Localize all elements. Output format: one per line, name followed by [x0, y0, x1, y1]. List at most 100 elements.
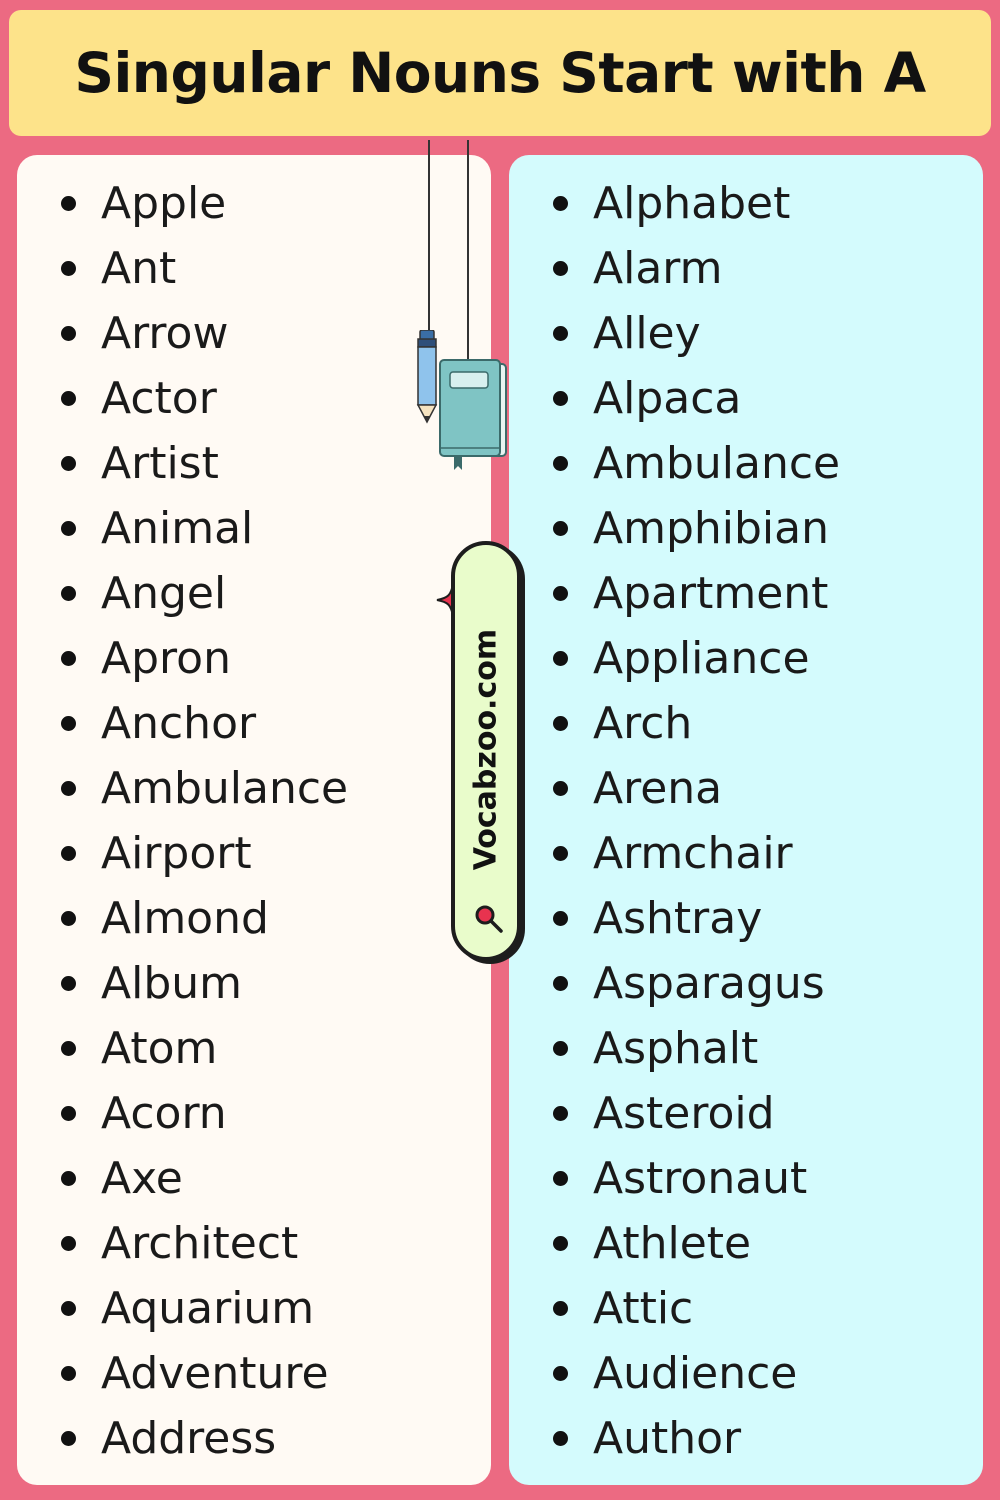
bullet-icon	[553, 1106, 568, 1121]
word-label: Artist	[101, 438, 219, 489]
left-word-item: Album	[17, 951, 348, 1016]
bullet-icon	[553, 1431, 568, 1446]
right-word-item: Asteroid	[509, 1081, 840, 1146]
word-label: Adventure	[101, 1348, 329, 1399]
right-word-item: Ashtray	[509, 886, 840, 951]
word-label: Arrow	[101, 308, 229, 359]
right-word-item: Alarm	[509, 236, 840, 301]
word-label: Asteroid	[593, 1088, 775, 1139]
bullet-icon	[553, 391, 568, 406]
word-label: Ant	[101, 243, 177, 294]
book-icon	[439, 359, 507, 470]
word-label: Anchor	[101, 698, 257, 749]
word-label: Audience	[593, 1348, 798, 1399]
word-label: Alley	[593, 308, 701, 359]
word-label: Asphalt	[593, 1023, 759, 1074]
left-word-item: Actor	[17, 366, 348, 431]
right-word-item: Attic	[509, 1276, 840, 1341]
left-word-item: Artist	[17, 431, 348, 496]
website-badge: Vocabzoo.com	[451, 541, 521, 961]
word-label: Armchair	[593, 828, 793, 879]
bullet-icon	[553, 1041, 568, 1056]
left-word-item: Apron	[17, 626, 348, 691]
bullet-icon	[61, 1366, 76, 1381]
left-word-item: Acorn	[17, 1081, 348, 1146]
word-label: Astronaut	[593, 1153, 808, 1204]
word-label: Attic	[593, 1283, 694, 1334]
word-label: Amphibian	[593, 503, 830, 554]
bullet-icon	[61, 651, 76, 666]
word-label: Angel	[101, 568, 227, 619]
hanging-string-left	[428, 140, 430, 335]
left-word-item: Apple	[17, 171, 348, 236]
word-label: Author	[593, 1413, 742, 1464]
bullet-icon	[61, 846, 76, 861]
left-word-item: Axe	[17, 1146, 348, 1211]
bullet-icon	[61, 521, 76, 536]
left-word-item: Ant	[17, 236, 348, 301]
website-label: Vocabzoo.com	[468, 628, 504, 871]
bullet-icon	[61, 391, 76, 406]
bullet-icon	[553, 781, 568, 796]
bullet-icon	[61, 1301, 76, 1316]
right-word-item: Athlete	[509, 1211, 840, 1276]
right-word-item: Asparagus	[509, 951, 840, 1016]
bullet-icon	[553, 586, 568, 601]
page-title: Singular Nouns Start with A	[74, 41, 926, 105]
title-banner: Singular Nouns Start with A	[9, 10, 991, 136]
left-word-item: Architect	[17, 1211, 348, 1276]
bullet-icon	[553, 1366, 568, 1381]
word-label: Album	[101, 958, 243, 1009]
word-label: Alarm	[593, 243, 723, 294]
hanging-string-right	[467, 140, 469, 365]
bullet-icon	[553, 196, 568, 211]
bullet-icon	[553, 326, 568, 341]
left-word-item: Almond	[17, 886, 348, 951]
pencil-icon	[416, 330, 438, 424]
right-word-item: Ambulance	[509, 431, 840, 496]
word-label: Arch	[593, 698, 693, 749]
word-label: Asparagus	[593, 958, 825, 1009]
left-word-item: Atom	[17, 1016, 348, 1081]
right-word-item: Alpaca	[509, 366, 840, 431]
word-label: Almond	[101, 893, 269, 944]
bullet-icon	[553, 911, 568, 926]
right-word-item: Asphalt	[509, 1016, 840, 1081]
left-word-item: Aquarium	[17, 1276, 348, 1341]
word-label: Apron	[101, 633, 231, 684]
word-label: Ashtray	[593, 893, 763, 944]
bullet-icon	[61, 1171, 76, 1186]
bullet-icon	[61, 1431, 76, 1446]
bullet-icon	[553, 651, 568, 666]
word-label: Arena	[593, 763, 723, 814]
left-word-item: Animal	[17, 496, 348, 561]
bullet-icon	[553, 1301, 568, 1316]
bullet-icon	[553, 521, 568, 536]
right-word-item: Armchair	[509, 821, 840, 886]
word-label: Ambulance	[593, 438, 841, 489]
left-word-item: Anchor	[17, 691, 348, 756]
bullet-icon	[61, 456, 76, 471]
word-label: Appliance	[593, 633, 810, 684]
word-label: Airport	[101, 828, 252, 879]
right-word-item: Author	[509, 1406, 840, 1471]
right-word-item: Apartment	[509, 561, 840, 626]
bullet-icon	[553, 1171, 568, 1186]
word-label: Atom	[101, 1023, 218, 1074]
word-label: Apple	[101, 178, 227, 229]
right-word-item: Astronaut	[509, 1146, 840, 1211]
left-word-item: Airport	[17, 821, 348, 886]
bullet-icon	[553, 976, 568, 991]
right-word-item: Appliance	[509, 626, 840, 691]
word-label: Alpaca	[593, 373, 742, 424]
right-word-item: Alphabet	[509, 171, 840, 236]
word-label: Ambulance	[101, 763, 349, 814]
bullet-icon	[61, 1106, 76, 1121]
left-word-item: Angel	[17, 561, 348, 626]
right-word-item: Arch	[509, 691, 840, 756]
bullet-icon	[61, 261, 76, 276]
word-label: Animal	[101, 503, 254, 554]
